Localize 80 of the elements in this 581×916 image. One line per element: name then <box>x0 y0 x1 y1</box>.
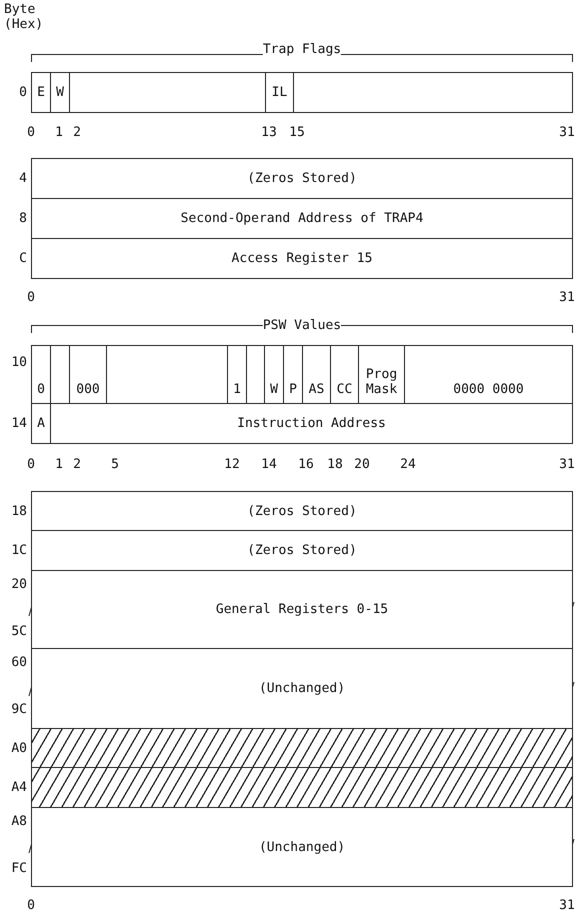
offset-label: 18 <box>11 504 27 519</box>
offset-label: 12 <box>224 457 240 472</box>
offset-label: 13 <box>261 125 277 140</box>
offset-label: 2 <box>73 457 81 472</box>
offset-label: 2 <box>73 125 81 140</box>
field-label: E <box>37 85 45 100</box>
register-field <box>31 72 51 113</box>
register-field <box>265 72 294 113</box>
offset-label: 0 <box>27 898 35 913</box>
field-label: 000 <box>76 382 100 397</box>
offset-label: 1 <box>55 457 63 472</box>
field-label: Instruction Address <box>237 416 386 431</box>
register-field <box>50 403 573 444</box>
offset-label: 5C <box>11 624 27 639</box>
offset-label: 1 <box>55 125 63 140</box>
offset-label: 31 <box>559 457 575 472</box>
offset-label: 16 <box>298 457 314 472</box>
field-label: 0000 0000 <box>453 382 524 397</box>
bracket-label: Trap Flags <box>262 42 342 57</box>
hatched-field <box>31 728 573 769</box>
register-field <box>31 238 573 279</box>
field-label: Second-Operand Address of TRAP4 <box>180 211 424 226</box>
field-label: (Unchanged) <box>258 681 346 696</box>
offset-label: 10 <box>11 355 27 370</box>
offset-label: 0 <box>27 125 35 140</box>
register-field <box>31 198 573 239</box>
offset-label: 9C <box>11 702 27 717</box>
field-label: (Unchanged) <box>258 840 346 854</box>
offset-label: 8 <box>19 211 27 226</box>
register-field <box>31 158 573 199</box>
register-field <box>50 72 70 113</box>
field-label: IL <box>272 85 288 100</box>
offset-label: 31 <box>559 290 575 305</box>
field-label: A <box>37 416 45 431</box>
register-field <box>31 530 573 571</box>
offset-label: 24 <box>400 457 416 472</box>
offset-label: 20 <box>11 577 27 592</box>
offset-label: 0 <box>19 85 27 100</box>
field-label: (Zeros Stored) <box>247 504 357 519</box>
field-label: Access Register 15 <box>232 251 372 266</box>
offset-label: C <box>19 251 27 266</box>
offset-label: 20 <box>354 457 370 472</box>
register-field <box>31 807 573 887</box>
offset-label: A8 <box>11 814 27 829</box>
offset-label: 14 <box>11 416 27 431</box>
hatched-field <box>31 767 573 808</box>
offset-label: A0 <box>11 741 27 756</box>
register-field <box>31 403 51 444</box>
field-label: AS <box>308 382 324 397</box>
offset-label: 15 <box>289 125 305 140</box>
offset-label: 60 <box>11 655 27 670</box>
offset-label: 1C <box>11 543 27 558</box>
field-label: Prog Mask <box>364 367 398 397</box>
field-label: 1 <box>233 382 241 397</box>
offset-label: FC <box>11 861 27 876</box>
axis-title: Byte (Hex) <box>4 2 44 32</box>
register-field <box>404 345 573 404</box>
offset-label: A4 <box>11 780 27 795</box>
field-label: (Zeros Stored) <box>247 171 357 186</box>
offset-label: 31 <box>559 898 575 913</box>
field-label: 0 <box>37 382 45 397</box>
offset-label: 0 <box>27 290 35 305</box>
offset-label: 31 <box>559 125 575 140</box>
offset-label: 4 <box>19 171 27 186</box>
offset-label: 14 <box>261 457 277 472</box>
field-label: General Registers 0-15 <box>216 602 388 617</box>
register-field <box>31 648 573 729</box>
field-label: (Zeros Stored) <box>247 543 357 558</box>
offset-label: 18 <box>327 457 343 472</box>
register-field <box>31 345 51 404</box>
offset-label: 0 <box>27 457 35 472</box>
field-label: W <box>56 85 64 100</box>
offset-label: 5 <box>111 457 119 472</box>
field-label: P <box>289 382 297 397</box>
register-field <box>31 491 573 532</box>
register-field <box>293 72 573 113</box>
field-label: W <box>270 382 278 397</box>
field-label: CC <box>336 382 352 397</box>
register-field <box>69 72 266 113</box>
register-field <box>31 570 573 649</box>
